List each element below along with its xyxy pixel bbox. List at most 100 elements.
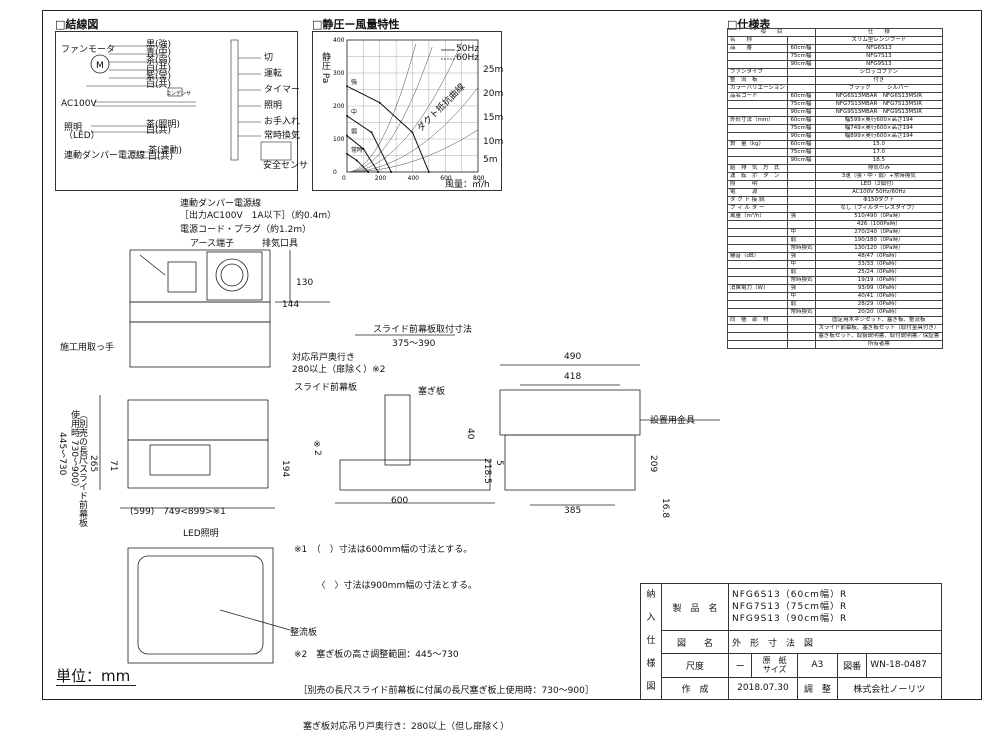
dim-144: 144: [282, 300, 300, 310]
callout-power-cord: 電源コード・プラグ（約1.2m）: [180, 225, 312, 235]
dim-194: 194: [280, 460, 290, 478]
sensor-label: 安全センサ: [263, 161, 309, 171]
fan-motor-label: ファンモータ: [61, 45, 116, 55]
title-side: 納入仕様図: [640, 583, 662, 700]
y-tick-label: 300: [333, 70, 345, 77]
y-tick-label: 100: [333, 136, 345, 143]
dim-130: 130: [296, 278, 314, 288]
dim-209: 209: [648, 455, 658, 473]
callout-slide-mount: スライド前幕板取付寸法: [373, 325, 473, 335]
led-label: 照明 （LED）: [64, 123, 100, 141]
wire-label: 青(中): [146, 48, 172, 58]
callout-damper-spec: ［出力AC100V 1A以下］（約0.4m）: [180, 211, 337, 221]
wiring-svg: M コンデンサ: [86, 39, 292, 161]
drawing-notes: ※1 （ ）寸法は600mm幅の寸法とする。 〈 〉寸法は900mm幅の寸法とす…: [294, 520, 594, 745]
fan-curve-point: [346, 134, 348, 137]
callout-install-bracket: 設置用金具: [650, 416, 696, 426]
spec-row: 給 排 気 方 式排気のみ: [726, 164, 944, 173]
duct-resistance-curve: [346, 129, 479, 173]
fan-curve-label: 常時: [351, 146, 363, 154]
outline-drawings: [99, 249, 720, 664]
dim-218: 218.5: [482, 458, 492, 484]
fan-curve-0: [346, 85, 430, 173]
dim-490: 490: [564, 352, 582, 362]
fan-curve-point: [367, 171, 370, 173]
date-label: 作 成: [661, 676, 729, 701]
x-tick-label: 0: [342, 175, 346, 182]
x-tick-label: 200: [375, 175, 387, 182]
dim-40: 40: [465, 428, 475, 440]
dim-16-8: 16.8: [660, 498, 670, 519]
switch-label: タイマー: [264, 85, 301, 95]
y-tick-label: 0: [333, 169, 337, 176]
note-line: ［別売の長尺スライド前幕板に付属の長尺塞ぎ板上使用時：730～900］: [294, 686, 594, 696]
dim-445-note: （別売の長尺スライド前幕板 使用時 730～900）: [69, 410, 87, 527]
x-tick-label: 600: [440, 175, 452, 182]
fan-curve-point: [346, 152, 348, 155]
switch-label: 常時換気: [264, 131, 301, 141]
switch-label: お手入れ: [264, 117, 301, 127]
x-tick-label: 400: [408, 175, 420, 182]
wiring-diagram: M コンデンサ ファンモータ AC100V 照明 （LED） 連動ダンパー電源線…: [55, 31, 308, 191]
resistance-label: 25m: [483, 65, 504, 75]
fan-curve-point: [390, 171, 393, 173]
callout-slide-panel: スライド前幕板: [294, 383, 358, 393]
wire-label: 白(共): [146, 64, 172, 74]
ac-label: AC100V: [61, 99, 97, 109]
dim-5: 5: [494, 460, 504, 466]
callout-close-plate: 塞ぎ板: [418, 387, 446, 397]
wire-label: 黒(強): [146, 40, 172, 50]
scale-label: 尺度: [661, 652, 729, 678]
wire-label: 白(共): [148, 152, 174, 162]
plot-area: [346, 39, 479, 173]
company-name: 株式会社ノーリツ: [836, 676, 943, 701]
x-tick-label: 800: [473, 175, 485, 182]
legend-50hz: 50Hz: [456, 44, 479, 54]
note-line: ※1 （ ）寸法は600mm幅の寸法とする。: [294, 545, 473, 555]
paper-label: 原 紙 サイズ: [751, 652, 798, 678]
paper-value: A3: [796, 652, 838, 678]
dim-width: (599) 749<899>※1: [130, 507, 226, 517]
fan-curve-point: [346, 85, 348, 88]
fan-curve-point: [378, 101, 381, 104]
dim-hang-depth: 280以上（扉除く）※2: [292, 365, 386, 375]
resistance-label: 10m: [483, 137, 504, 147]
duct-resistance-curve: [346, 87, 479, 173]
product-label: 製 品 名: [661, 582, 729, 632]
wire-label: 白(共): [146, 126, 172, 136]
pressure-title: □静圧ー風量特性: [312, 18, 400, 31]
wire-label: 白(共): [146, 80, 172, 90]
scale-value: ー: [727, 652, 753, 678]
dim-slide-mount: 375～390: [392, 339, 436, 349]
spec-sub: [787, 340, 816, 349]
wire-label: 茶(弱): [146, 56, 172, 66]
dim-418: 418: [564, 372, 582, 382]
switch-label: 照明: [264, 101, 283, 111]
fan-curve-point: [427, 171, 430, 173]
callout-hang-depth: 対応吊戸奥行き: [292, 353, 356, 363]
switch-label: 切: [264, 53, 274, 63]
fan-curve-label: 強: [351, 78, 357, 86]
note-line: 〈 〉寸法は900mm幅の寸法とする。: [294, 581, 477, 591]
chart-xlabel: 風量：㎥/h: [445, 180, 490, 190]
fan-curve-point: [355, 159, 358, 162]
callout-led-light: LED照明: [183, 529, 219, 539]
dim-600: 600: [391, 496, 409, 506]
note-line: 塞ぎ板対応吊り戸奥行き：280以上（但し扉除く）: [294, 722, 510, 732]
dim-445: 445～730: [57, 432, 67, 476]
spec-title: □仕様表: [727, 18, 771, 31]
fan-curve-point: [346, 114, 348, 117]
wiring-title: □結線図: [55, 18, 99, 31]
duct-resistance-curve: [346, 43, 417, 173]
dim-x2: ※2: [312, 440, 322, 456]
drawing-name-label: 図 名: [661, 630, 729, 654]
resistance-label: 20m: [483, 89, 504, 99]
fan-curve-label: 中: [351, 108, 357, 116]
callout-exhaust: 排気口具: [262, 239, 299, 249]
drawing-no: WN-18-0487: [866, 652, 942, 678]
